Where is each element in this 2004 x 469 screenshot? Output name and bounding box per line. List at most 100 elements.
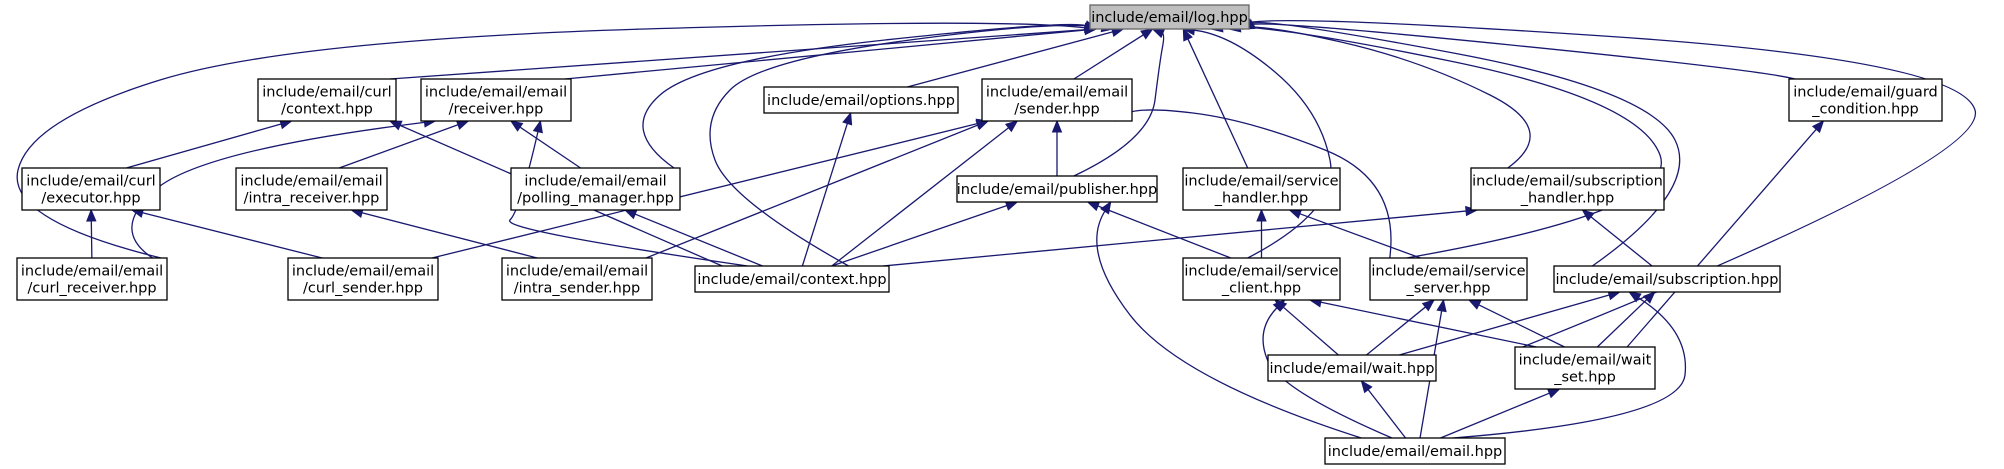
node-label-line: include/email/email [425,85,567,101]
node-box [287,257,439,301]
node-sender[interactable]: include/email/email/sender.hpp [981,78,1133,122]
edge-context-to-options [801,111,853,267]
edge-line [1366,305,1427,356]
node-intra-receiver[interactable]: include/email/email/intra_receiver.hpp [235,167,388,211]
edge-arrowhead [1642,291,1656,304]
edge-wait-to-service_server [1366,299,1436,356]
node-label-line: _condition.hpp [1811,102,1919,118]
edge-arrowhead [532,119,543,134]
edge-line [1096,210,1362,439]
edge-service_server-to-log [1210,22,1662,259]
edge-line [1589,215,1653,267]
node-box [510,167,681,211]
edge-line [1186,37,1249,169]
edge-line [1626,128,1818,348]
edge-arrowhead [455,120,470,130]
node-service-handler[interactable]: include/email/service_handler.hpp [1182,167,1341,211]
node-label-line: _handler.hpp [1520,191,1615,207]
edge-wait_set-to-service_client [1308,297,1537,348]
edge-line [709,24,1104,267]
edge-line [389,29,1087,80]
edge-line [645,124,979,259]
edge-line [1193,29,1332,259]
node-label-line: /context.hpp [281,102,373,118]
edge-curl_receiver-to-log [16,22,1098,259]
node-wait[interactable]: include/email/wait.hpp [1267,354,1437,382]
node-label-line: /intra_sender.hpp [514,281,641,297]
node-label-line: include/email/wait [1519,353,1652,369]
edge-line [1240,20,1977,348]
node-label-line: include/email/guard [1793,85,1937,101]
node-label-line: /sender.hpp [1014,102,1100,118]
node-box [694,265,890,293]
node-box [1267,354,1437,382]
node-options[interactable]: include/email/options.hpp [763,86,959,114]
node-wait-set[interactable]: include/email/wait_set.hpp [1514,346,1656,390]
node-box [1514,346,1656,390]
edge-receiver-to-log [564,24,1098,80]
edge-line [126,123,283,169]
node-service-server[interactable]: include/email/service_server.hpp [1369,257,1528,301]
edge-curl_executor-to-curl_context [126,119,293,169]
edge-arrowhead [1051,119,1063,133]
node-label-line: /polling_manager.hpp [517,191,674,207]
node-box [420,78,572,122]
node-curl-sender[interactable]: include/email/email/curl_sender.hpp [287,257,439,301]
node-label-line: include/email/email [292,264,434,280]
edge-arrowhead [509,120,524,132]
node-box [235,167,388,211]
edge-line [338,123,460,169]
edge-arrowhead [1421,299,1436,312]
edge-email-to-wait_set [1440,388,1561,439]
node-box [257,78,397,122]
edge-service_client-to-service_handler [1256,208,1267,258]
node-label-line: include/email/options.hpp [767,93,955,109]
edge-line [141,211,323,259]
node-publisher[interactable]: include/email/publisher.hpp [956,175,1158,203]
edge-line [1096,205,1232,259]
edge-arrowhead [1581,209,1595,222]
node-curl-receiver[interactable]: include/email/email/curl_receiver.hpp [16,257,168,301]
node-label-line: include/email/publisher.hpp [957,182,1157,198]
edge-line [16,22,1087,259]
node-subscription[interactable]: include/email/subscription.hpp [1553,265,1781,293]
node-subscription-handler[interactable]: include/email/subscription_handler.hpp [1470,167,1665,211]
node-log[interactable]: include/email/log.hpp [1089,4,1250,30]
node-label-line: include/email/subscription.hpp [1556,272,1779,288]
edge-email-to-publisher [1096,200,1362,439]
node-box [1089,4,1250,30]
edge-email-to-subscription [1452,291,1687,439]
node-label-line: /executor.hpp [41,191,140,207]
node-email[interactable]: include/email/email.hpp [1324,437,1506,465]
edge-line [360,211,538,259]
node-label-line: /receiver.hpp [449,102,544,118]
edge-curl_context-to-log [389,24,1098,80]
node-box [1324,437,1506,465]
edge-line [1367,388,1407,439]
node-intra-sender[interactable]: include/email/email/intra_sender.hpp [501,257,653,301]
node-polling-manager[interactable]: include/email/email/polling_manager.hpp [510,167,681,211]
node-service-client[interactable]: include/email/service_client.hpp [1182,257,1341,301]
node-receiver[interactable]: include/email/email/receiver.hpp [420,78,572,122]
edge-curl_receiver-to-curl_executor [86,208,97,259]
node-box [16,257,168,301]
edge-line [907,30,1114,88]
edge-arrowhead [1004,120,1019,133]
edge-line [1221,26,1662,259]
node-guard-condition[interactable]: include/email/guard_condition.hpp [1788,78,1943,122]
edge-service_handler-to-log [1182,27,1249,169]
node-box [1470,167,1665,211]
edge-arrowhead [1256,208,1267,222]
node-curl-executor[interactable]: include/email/curl/executor.hpp [21,167,161,211]
node-label-line: _handler.hpp [1214,191,1309,207]
node-curl-context[interactable]: include/email/curl/context.hpp [257,78,397,122]
edge-line [1298,212,1421,259]
edge-arrowhead [1140,28,1154,40]
edge-wait_set-to-subscription [1596,291,1656,348]
node-box [956,175,1158,203]
node-context[interactable]: include/email/context.hpp [694,265,890,293]
edge-context-to-sender [831,120,1019,267]
edge-line [431,122,979,259]
edge-intra_sender-to-sender [645,120,990,259]
